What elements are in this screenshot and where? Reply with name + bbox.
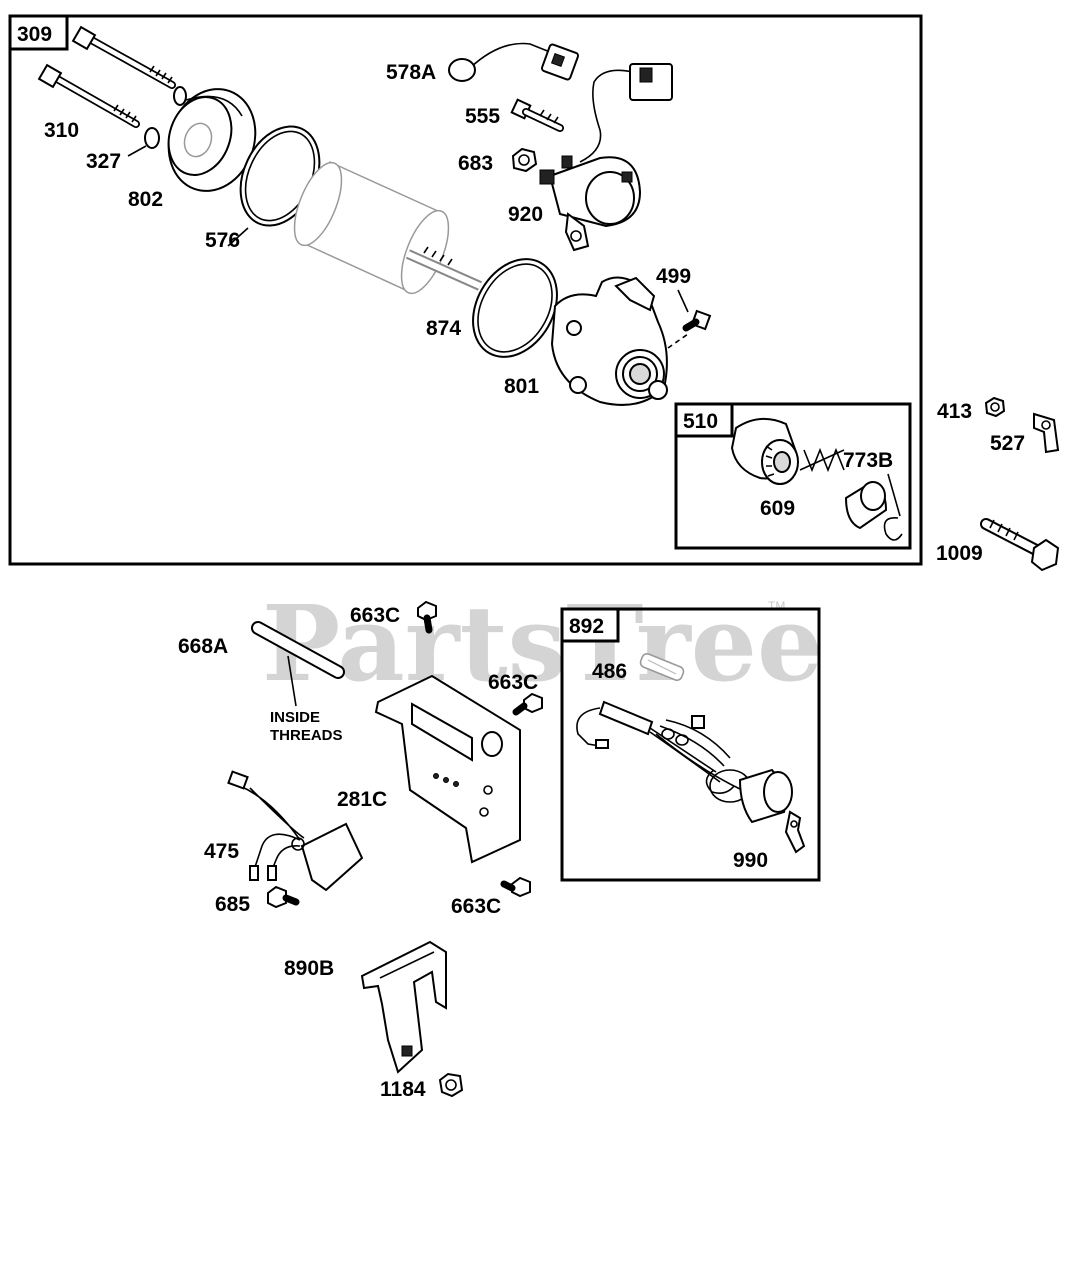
callout-663C-top[interactable]: 663C bbox=[350, 604, 400, 627]
callout-327[interactable]: 327 bbox=[86, 150, 121, 173]
bracket-890B[interactable] bbox=[360, 940, 447, 1074]
end-cap-o-ring[interactable] bbox=[173, 86, 187, 106]
callout-475[interactable]: 475 bbox=[204, 840, 239, 863]
callout-281C[interactable]: 281C bbox=[337, 788, 387, 811]
drive-housing-801[interactable] bbox=[550, 276, 689, 406]
note-inside-threads-1: INSIDE bbox=[270, 709, 320, 726]
starter-motor-housing[interactable] bbox=[285, 156, 483, 299]
regulator-475[interactable] bbox=[227, 770, 364, 892]
bolt-685[interactable] bbox=[267, 885, 300, 909]
callout-527[interactable]: 527 bbox=[990, 432, 1025, 455]
watermark: PartsTree bbox=[262, 582, 823, 705]
callout-576[interactable]: 576 bbox=[205, 229, 240, 252]
clip-527[interactable] bbox=[1033, 412, 1060, 454]
watermark-trademark: TM bbox=[768, 599, 785, 613]
callout-685[interactable]: 685 bbox=[215, 893, 250, 916]
nut-413[interactable] bbox=[984, 396, 1006, 418]
callout-413[interactable]: 413 bbox=[937, 400, 972, 423]
rod-668A[interactable] bbox=[251, 621, 345, 707]
through-bolt-lower[interactable] bbox=[37, 63, 140, 128]
bolt-663C-mid[interactable] bbox=[512, 692, 543, 716]
callout-1184[interactable]: 1184 bbox=[380, 1078, 426, 1101]
callout-663C-bot[interactable]: 663C bbox=[451, 895, 501, 918]
callout-663C-mid[interactable]: 663C bbox=[488, 671, 538, 694]
o-ring-874[interactable] bbox=[456, 244, 574, 372]
callout-1009[interactable]: 1009 bbox=[936, 542, 983, 565]
assembly-309-label[interactable]: 309 bbox=[17, 23, 52, 46]
assembly-892-group: 892 bbox=[560, 607, 821, 882]
assembly-510-group: 510 bbox=[674, 402, 912, 550]
callout-578A[interactable]: 578A bbox=[386, 61, 436, 84]
callout-801[interactable]: 801 bbox=[504, 375, 539, 398]
callout-920[interactable]: 920 bbox=[508, 203, 543, 226]
bolt-555[interactable] bbox=[510, 98, 564, 132]
callout-668A[interactable]: 668A bbox=[178, 635, 228, 658]
note-inside-threads-2: THREADS bbox=[270, 727, 343, 744]
nut-1184[interactable] bbox=[438, 1072, 464, 1098]
callout-874[interactable]: 874 bbox=[426, 317, 461, 340]
callout-609[interactable]: 609 bbox=[760, 497, 795, 520]
bolt-663C-bot[interactable] bbox=[500, 876, 531, 898]
callout-486[interactable]: 486 bbox=[592, 660, 627, 683]
assembly-309-tag bbox=[8, 14, 69, 51]
callout-802[interactable]: 802 bbox=[128, 188, 163, 211]
assembly-510-tag bbox=[674, 402, 734, 438]
callout-773B[interactable]: 773B bbox=[843, 449, 893, 472]
callout-890B[interactable]: 890B bbox=[284, 957, 334, 980]
assembly-309-group: 309 bbox=[8, 14, 923, 566]
assembly-892-label[interactable]: 892 bbox=[569, 615, 604, 638]
assembly-892-frame bbox=[560, 607, 821, 882]
spring-609[interactable] bbox=[799, 447, 845, 473]
nut-683[interactable] bbox=[511, 147, 538, 173]
bolt-1009[interactable] bbox=[980, 518, 1060, 572]
assembly-309-frame bbox=[8, 14, 923, 566]
end-cap-802[interactable] bbox=[155, 77, 270, 203]
washer-327[interactable] bbox=[144, 127, 160, 149]
pinion-gear-609[interactable] bbox=[730, 417, 799, 485]
callout-310[interactable]: 310 bbox=[44, 119, 79, 142]
bracket-281C[interactable] bbox=[374, 674, 521, 864]
fuse-486[interactable] bbox=[639, 652, 685, 682]
callout-990[interactable]: 990 bbox=[733, 849, 768, 872]
assembly-892-tag bbox=[560, 607, 620, 643]
ignition-harness-990[interactable] bbox=[576, 700, 806, 854]
callout-499[interactable]: 499 bbox=[656, 265, 691, 288]
solenoid-920[interactable] bbox=[539, 63, 673, 252]
callout-683[interactable]: 683 bbox=[458, 152, 493, 175]
assembly-510-label[interactable]: 510 bbox=[683, 410, 718, 433]
retaining-ring-773B[interactable] bbox=[883, 473, 903, 541]
collar-609[interactable] bbox=[844, 480, 888, 530]
bolt-499[interactable] bbox=[677, 289, 712, 332]
callout-555[interactable]: 555 bbox=[465, 105, 500, 128]
through-bolt-upper[interactable] bbox=[71, 25, 176, 89]
cable-578A[interactable] bbox=[448, 42, 580, 82]
bolt-663C-top[interactable] bbox=[417, 600, 437, 634]
assembly-510-frame bbox=[674, 402, 912, 550]
